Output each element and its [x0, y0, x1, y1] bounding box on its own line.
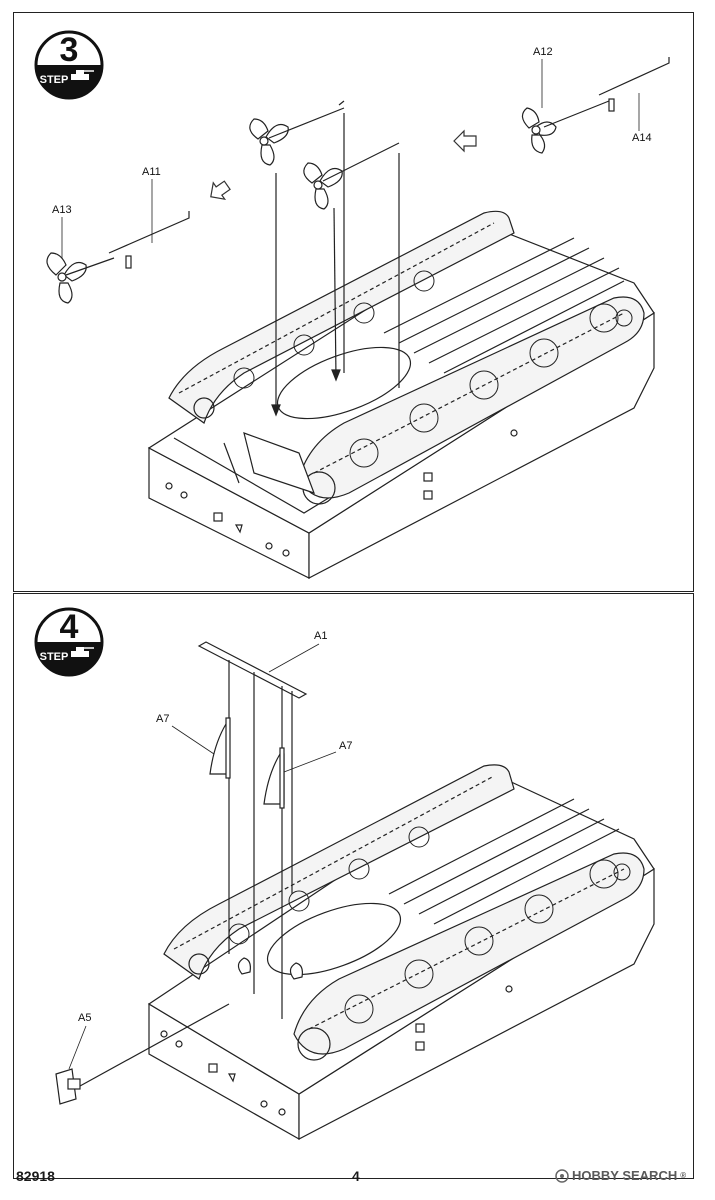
watermark-registered-mark: ®: [680, 1171, 687, 1180]
step-4-drawing: 4 STEP: [34, 607, 655, 1141]
label-a14: A14: [632, 132, 652, 144]
step-4-panel: 4 STEP: [13, 593, 694, 1179]
hull-drawing: [147, 764, 655, 1141]
step-3-word: STEP: [40, 74, 69, 86]
propeller-part-a12-left: [303, 142, 400, 388]
assembly-direction-arrow-icon: [210, 129, 477, 201]
part-a7-right: [263, 747, 285, 809]
propeller-part-a12: [521, 57, 670, 154]
hobby-search-logo-icon: [555, 1168, 569, 1183]
page-number: 4: [352, 1168, 360, 1184]
label-a12: A12: [533, 46, 553, 58]
label-a5: A5: [78, 1012, 91, 1024]
step-3-badge: 3 STEP: [34, 30, 104, 100]
part-a7-left: [209, 717, 231, 779]
label-a13: A13: [52, 204, 72, 216]
step-3-panel: 3 STEP: [13, 12, 694, 592]
watermark-brand: HOBBY SEARCH: [572, 1168, 678, 1183]
step-3-number: 3: [60, 31, 79, 69]
watermark: HOBBY SEARCH ®: [555, 1168, 686, 1183]
step-4-word: STEP: [40, 651, 69, 663]
step-4-number: 4: [60, 608, 79, 646]
hull-drawing: [147, 210, 655, 579]
step-tank-icon: [71, 647, 94, 657]
part-a5: [55, 1003, 230, 1105]
propeller-part-a11: [249, 100, 345, 417]
label-a1: A1: [314, 630, 327, 642]
step-4-badge: 4 STEP: [34, 607, 104, 677]
label-a7-right: A7: [339, 740, 352, 752]
product-code: 82918: [16, 1168, 55, 1184]
step-tank-icon: [71, 70, 94, 80]
label-a7-left: A7: [156, 713, 169, 725]
label-a11: A11: [142, 166, 161, 178]
step-3-drawing: 3 STEP: [34, 30, 670, 579]
part-a1: [197, 641, 308, 1019]
propeller-part-a13: [46, 211, 190, 304]
